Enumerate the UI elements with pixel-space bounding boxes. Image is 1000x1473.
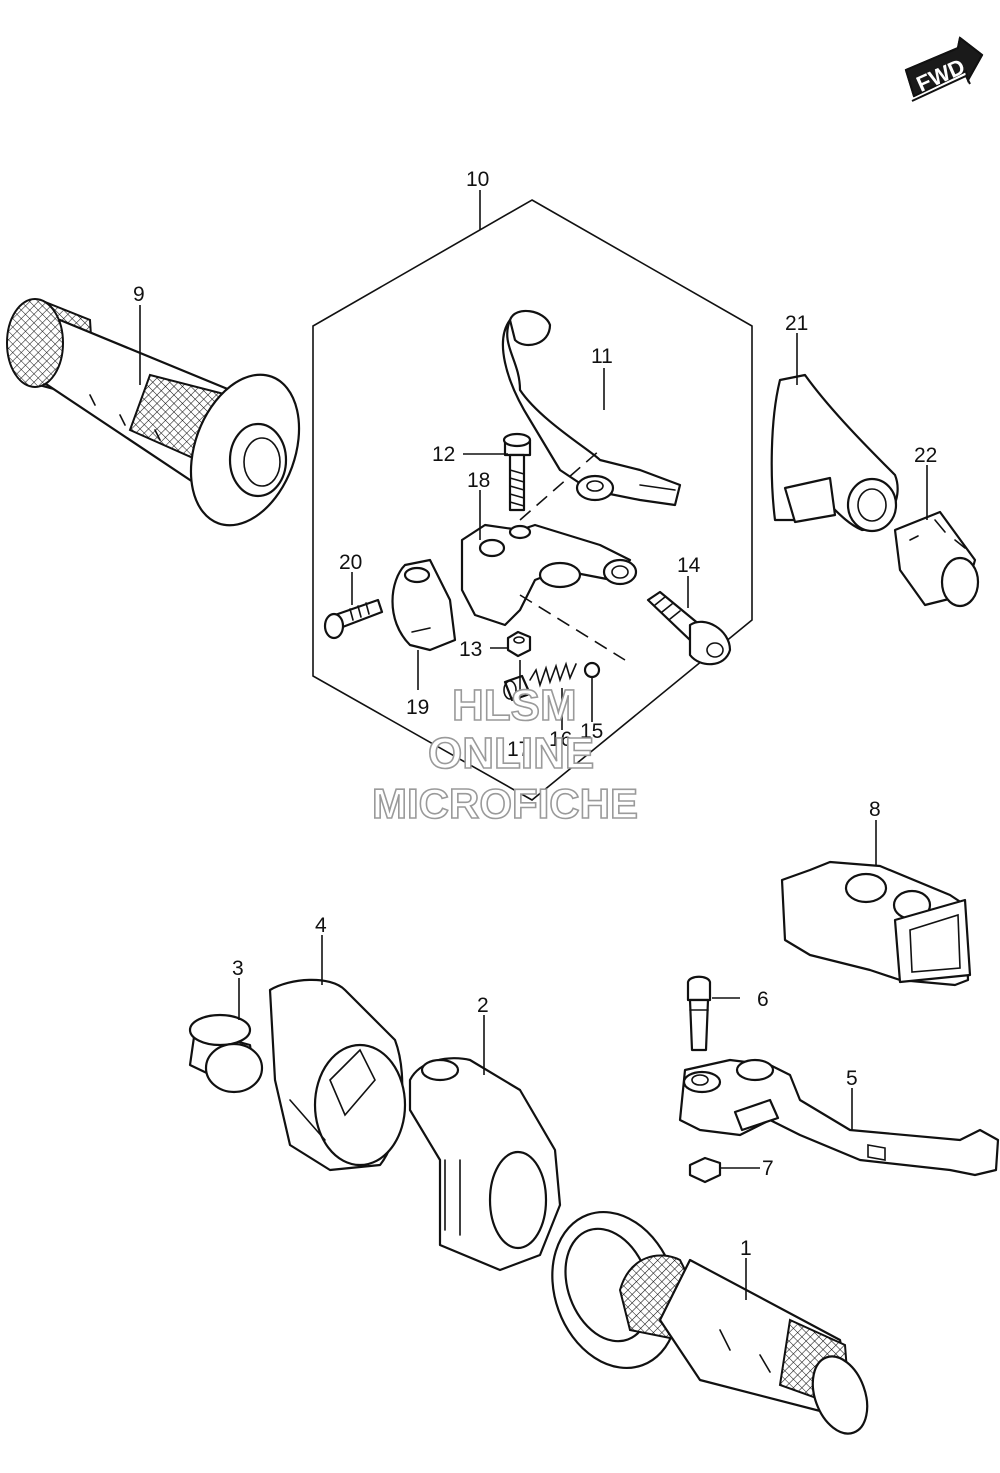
callout-19: 19 [406,696,429,719]
callout-15: 15 [580,720,603,743]
part-7-nut [688,1156,722,1184]
part-15-ball [583,661,601,679]
callout-9: 9 [133,283,145,306]
callout-8: 8 [869,798,881,821]
callout-7: 7 [762,1157,774,1180]
callout-1: 1 [740,1237,752,1260]
callout-21: 21 [785,312,808,335]
callout-12: 12 [432,443,455,466]
watermark-line-2: ONLINE [428,729,594,778]
callout-16: 16 [549,728,572,751]
callout-3: 3 [232,957,244,980]
part-5-lever [678,1058,1000,1177]
part-14-adjuster [646,590,732,666]
callout-5: 5 [846,1067,858,1090]
callout-11: 11 [591,345,613,368]
leader-lines [139,305,928,1300]
part-3-spacer [188,1013,264,1094]
callout-14: 14 [677,554,701,577]
part-4-throttle-cover [268,978,407,1172]
assembly-10-frame [312,199,753,801]
callout-4: 4 [315,914,327,937]
part-19-clamp [391,558,457,652]
callout-17: 17 [507,738,530,761]
callout-18: 18 [467,469,490,492]
callout-labels: 1 2 3 4 5 6 7 8 9 10 11 12 13 14 15 16 1… [133,168,937,1260]
part-8-housing [780,860,972,987]
fwd-badge: FWD [904,36,984,102]
part-16-spring [529,661,577,688]
part-21-dust-cover [770,373,899,533]
part-13-nut [506,630,532,658]
part-22-knob [893,510,980,608]
part-18-perch [460,523,638,627]
callout-13: 13 [459,638,482,661]
part-9-left-grip [6,298,301,527]
callout-20: 20 [339,551,362,574]
part-6-bolt [686,975,712,1052]
callout-22: 22 [914,444,937,467]
callout-10: 10 [466,168,489,191]
part-11-lever [501,309,682,507]
part-17-pin [503,674,532,702]
part-1-right-grip [551,1210,869,1435]
part-2-throttle-housing [408,1057,562,1272]
watermark-line-3: MICROFICHE [372,780,638,827]
watermark: HLSM ONLINE MICROFICHE [371,680,639,828]
part-12-bolt [502,432,532,512]
watermark-line-1: HLSM [452,681,577,730]
callout-2: 2 [477,994,489,1017]
part-20-bolt [323,598,384,640]
callout-6: 6 [757,988,769,1011]
